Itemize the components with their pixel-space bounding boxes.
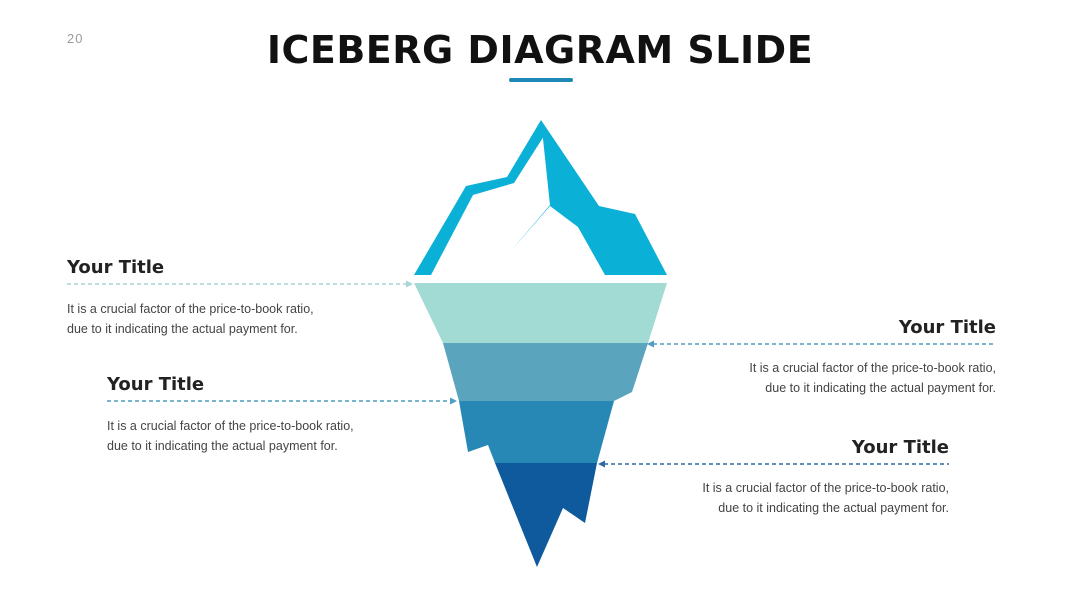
- callout-line-2: due to it indicating the actual payment …: [765, 381, 996, 395]
- callout-line-1: It is a crucial factor of the price-to-b…: [67, 302, 314, 316]
- iceberg-layer-1: [414, 283, 667, 343]
- page-title: ICEBERG DIAGRAM SLIDE: [266, 28, 814, 72]
- connector-arrow-1: [406, 280, 413, 288]
- callout-line-2: due to it indicating the actual payment …: [67, 322, 298, 336]
- title-underline: [509, 78, 573, 82]
- slide-number: 20: [67, 31, 84, 46]
- callout-text: It is a crucial factor of the price-to-b…: [676, 358, 996, 398]
- connector-arrow-3: [647, 340, 654, 348]
- callout-top-right: Your Title It is a crucial factor of the…: [676, 317, 996, 398]
- iceberg-tip-right: [510, 120, 667, 275]
- iceberg-layer-3: [459, 401, 614, 463]
- callout-line-1: It is a crucial factor of the price-to-b…: [702, 481, 949, 495]
- callout-line-1: It is a crucial factor of the price-to-b…: [749, 361, 996, 375]
- callout-line-1: It is a crucial factor of the price-to-b…: [107, 419, 354, 433]
- iceberg-layer-4: [495, 463, 597, 567]
- callout-bottom-left: Your Title It is a crucial factor of the…: [107, 374, 427, 456]
- callout-text: It is a crucial factor of the price-to-b…: [629, 478, 949, 518]
- callout-title: Your Title: [67, 257, 165, 278]
- callout-top-left: Your Title It is a crucial factor of the…: [67, 257, 387, 339]
- callout-text: It is a crucial factor of the price-to-b…: [67, 299, 387, 339]
- connector-arrow-4: [598, 460, 605, 468]
- callout-title: Your Title: [851, 437, 949, 458]
- callout-line-2: due to it indicating the actual payment …: [107, 439, 338, 453]
- callout-bottom-right: Your Title It is a crucial factor of the…: [629, 437, 949, 518]
- connector-arrow-2: [450, 397, 457, 405]
- iceberg-layer-2: [443, 343, 648, 401]
- callout-text: It is a crucial factor of the price-to-b…: [107, 416, 427, 456]
- iceberg-tip-left: [414, 120, 548, 275]
- callout-title: Your Title: [107, 374, 205, 395]
- callout-line-2: due to it indicating the actual payment …: [718, 501, 949, 515]
- callout-title: Your Title: [898, 317, 996, 338]
